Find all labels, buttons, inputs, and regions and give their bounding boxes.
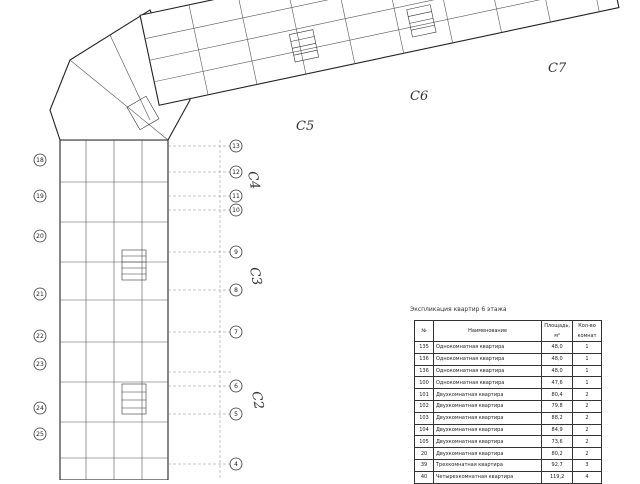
svg-text:9: 9 [234, 249, 238, 256]
svg-text:24: 24 [36, 405, 44, 412]
col-number-header: № [414, 320, 434, 342]
apartment-explication-table: № Наименование Площадь, м² Кол-во комнат… [414, 320, 602, 484]
vertical-wing [59, 139, 169, 480]
axis-bubble: 19 [33, 189, 47, 203]
svg-text:19: 19 [36, 193, 44, 200]
svg-text:20: 20 [36, 233, 44, 240]
section-label: C3 [246, 266, 264, 287]
horizontal-wing [139, 0, 620, 106]
svg-text:22: 22 [36, 333, 44, 340]
section-label: C2 [248, 390, 266, 411]
axis-bubble: 9 [229, 245, 243, 259]
axis-bubble: 23 [33, 357, 47, 371]
svg-text:7: 7 [234, 329, 238, 336]
section-label: C7 [548, 61, 567, 76]
axis-bubble: 13 [229, 139, 243, 153]
svg-text:23: 23 [36, 361, 44, 368]
axis-bubble: 25 [33, 427, 47, 441]
axis-bubble: 8 [229, 283, 243, 297]
svg-text:18: 18 [36, 157, 44, 164]
axis-bubble: 7 [229, 325, 243, 339]
grid-lines-right [168, 140, 232, 480]
axis-bubble: 6 [229, 379, 243, 393]
axis-bubble: 12 [229, 165, 243, 179]
table-header-row: № Наименование Площадь, м² Кол-во комнат [414, 320, 602, 342]
svg-text:10: 10 [232, 207, 240, 214]
svg-text:12: 12 [232, 169, 240, 176]
svg-text:8: 8 [234, 287, 238, 294]
col-area-header: Площадь, м² [541, 320, 573, 342]
axis-bubble: 21 [33, 287, 47, 301]
axis-bubble: 11 [229, 189, 243, 203]
col-rooms-header: Кол-во комнат [572, 320, 602, 342]
svg-text:25: 25 [36, 431, 44, 438]
axis-bubble: 5 [229, 407, 243, 421]
axis-bubbles-right: 13 12 11 10 9 8 7 6 5 4 [229, 139, 243, 471]
axis-bubble: 10 [229, 203, 243, 217]
svg-text:5: 5 [234, 411, 238, 418]
axis-bubble: 18 [33, 153, 47, 167]
axis-bubbles-left: 18 19 20 21 22 23 24 25 [33, 153, 47, 441]
axis-bubble: 20 [33, 229, 47, 243]
table-caption: Экспликация квартир 6 этажа [410, 306, 507, 313]
section-label: C6 [410, 89, 428, 104]
section-label: C4 [244, 170, 262, 191]
svg-text:13: 13 [232, 143, 240, 150]
axis-bubble: 24 [33, 401, 47, 415]
svg-text:6: 6 [234, 383, 238, 390]
col-name-header: Наименование [432, 320, 543, 342]
axis-bubble: 22 [33, 329, 47, 343]
svg-text:4: 4 [234, 461, 238, 468]
svg-text:11: 11 [232, 193, 240, 200]
svg-text:21: 21 [36, 291, 44, 298]
section-label: C5 [296, 119, 314, 134]
axis-bubble: 4 [229, 457, 243, 471]
